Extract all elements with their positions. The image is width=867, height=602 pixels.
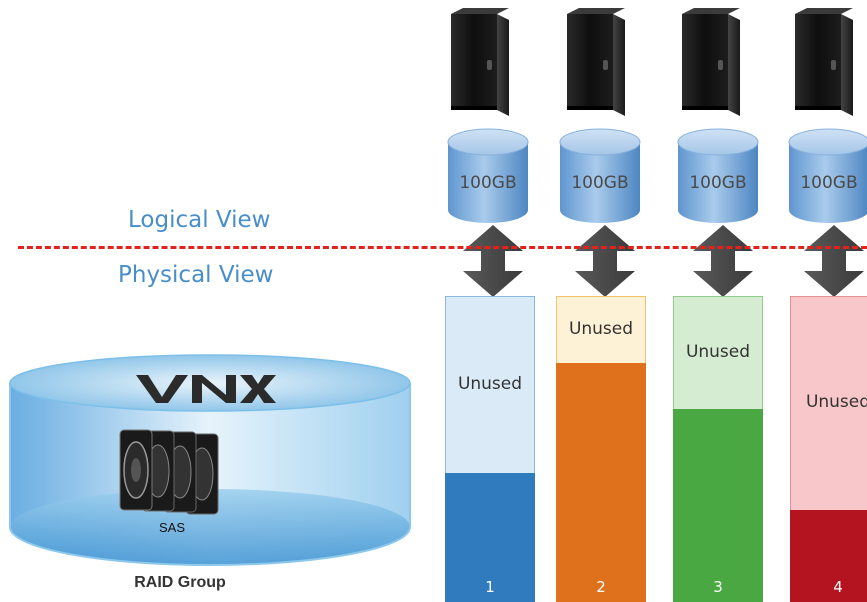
volume-bar-3: Unused 3	[673, 296, 763, 602]
volume-number: 3	[713, 578, 723, 596]
volume-bar-2: Unused 2	[556, 296, 646, 602]
lun-capacity-label: 100GB	[459, 173, 517, 193]
volume-number: 1	[485, 578, 495, 596]
volume-number: 4	[833, 578, 843, 596]
volume-unused-segment	[673, 296, 763, 409]
view-divider	[18, 246, 867, 249]
volume-unused-segment	[556, 296, 646, 363]
volume-used-segment	[790, 510, 867, 602]
volume-unused-label: Unused	[457, 374, 523, 394]
physical-view-label: Physical View	[118, 262, 274, 288]
volume-unused-label: Unused	[685, 342, 751, 362]
volume-unused-segment	[445, 296, 535, 473]
lun-capacity-label: 100GB	[689, 173, 747, 193]
lun-cylinder-icon	[447, 128, 529, 223]
volume-used-segment	[445, 473, 535, 602]
server-icon	[795, 8, 853, 116]
volume-unused-label: Unused	[805, 392, 867, 412]
lun-capacity-label: 100GB	[571, 173, 629, 193]
volume-unused-segment	[790, 296, 867, 510]
lun-cylinder-icon	[788, 128, 867, 223]
lun-cylinder-icon	[677, 128, 759, 223]
volume-used-segment	[673, 409, 763, 602]
volume-number: 2	[596, 578, 606, 596]
volume-bar-4: Unused 4	[790, 296, 867, 602]
hard-disks-icon	[119, 429, 219, 515]
raid-group-title: RAID Group	[134, 574, 226, 591]
server-icon	[567, 8, 625, 116]
server-icon	[682, 8, 740, 116]
volume-used-segment	[556, 363, 646, 602]
volume-bar-1: Unused 1	[445, 296, 535, 602]
double-arrow-icon	[463, 225, 523, 297]
double-arrow-icon	[804, 225, 864, 297]
volume-unused-label: Unused	[568, 319, 634, 339]
vnx-logo	[136, 375, 276, 403]
lun-capacity-label: 100GB	[800, 173, 858, 193]
double-arrow-icon	[575, 225, 635, 297]
server-icon	[451, 8, 509, 116]
double-arrow-icon	[693, 225, 753, 297]
lun-cylinder-icon	[559, 128, 641, 223]
logical-view-label: Logical View	[128, 207, 271, 233]
disk-type-label: SAS	[158, 520, 185, 535]
